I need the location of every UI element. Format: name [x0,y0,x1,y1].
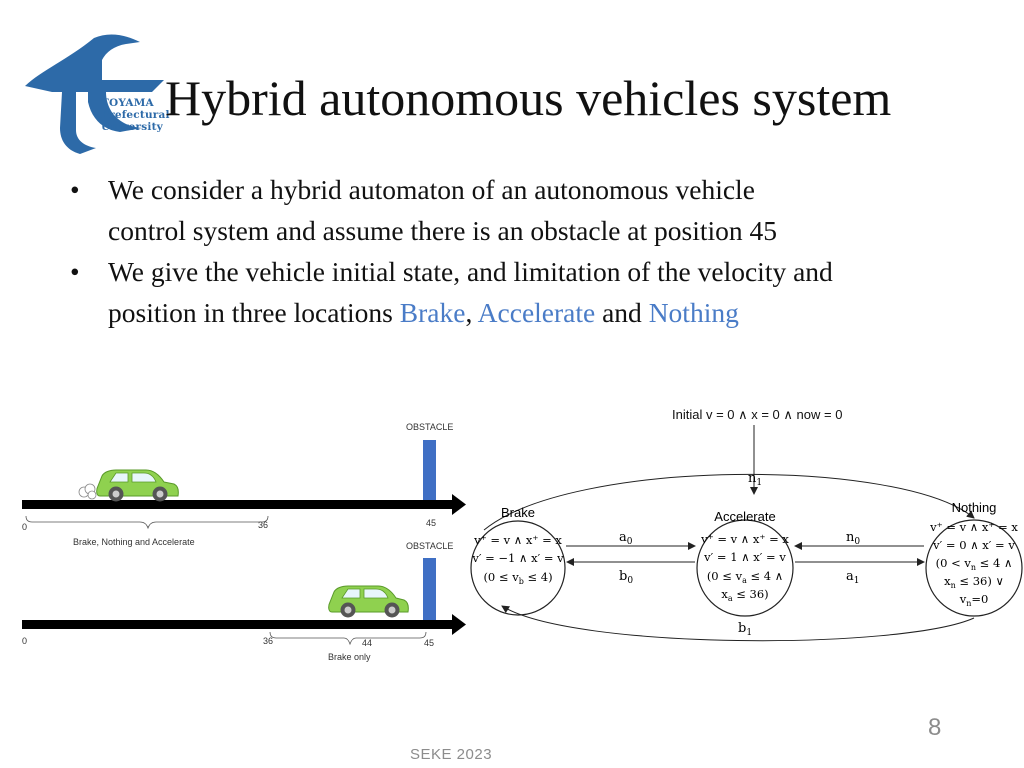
bullet-1-line-1: We consider a hybrid automaton of an aut… [108,174,755,205]
road-obstacle-figure: OBSTACLE 0 36 45 Brake, Nothing and Acce… [22,422,466,662]
state-nothing-name: Nothing [952,500,997,515]
state-brake [470,520,566,616]
state-accelerate-invariant-1: (0 ≤ va ≤ 4 ∧ [707,569,783,585]
obstacle-label-bottom: OBSTACLE [406,541,453,551]
state-nothing-invariant-2: xn ≤ 36) ∨ [944,574,1004,590]
bullet-text: We consider a hybrid automaton of an aut… [108,169,1008,251]
state-accelerate-reset: v⁺ = v ∧ x⁺ = x [700,532,789,546]
state-accelerate-name: Accelerate [714,509,775,524]
range-brace-bottom [269,631,427,646]
obstacle-label-top: OBSTACLE [406,422,453,432]
location-brake-label: Brake [399,297,466,328]
obstacle-bar-bottom [423,558,436,624]
edge-label-b1: b1 [738,621,752,638]
obstacle-bar-top [423,440,436,504]
location-accelerate-label: Accelerate [477,297,596,328]
tick-36-bottom: 36 [263,636,273,646]
road-arrow-bottom [452,614,466,635]
road-top [22,500,454,509]
logo-line-2: Prefectural [101,109,170,121]
hybrid-automaton-diagram: Initial v = 0 ∧ x = 0 ∧ now = 0 a0 b0 n0… [470,407,1023,642]
tick-45-bottom: 45 [424,638,434,648]
edge-label-b0: b0 [619,569,633,586]
bullet-2-line-1: We give the vehicle initial state, and l… [108,256,833,287]
location-nothing-label: Nothing [648,297,739,328]
logo-wordmark: TOYAMA Prefectural University [101,97,170,133]
bullet-1-line-2: control system and assume there is an ob… [108,215,778,246]
logo-arc-shape [60,92,96,154]
state-brake-invariant: (0 ≤ vb ≤ 4) [483,570,552,586]
range-label-top: Brake, Nothing and Accelerate [73,537,195,547]
car-icon [328,585,409,618]
edge-label-n1: n1 [748,471,762,488]
edge-n1 [483,473,975,531]
range-brace-top [25,515,269,530]
tick-0-bottom: 0 [22,636,27,646]
edge-label-a1: a1 [846,569,860,586]
exhaust-smoke-icon [78,483,97,500]
separator: , [465,297,478,328]
bullet-2-line-2: position in three locations Brake, Accel… [108,292,1008,333]
edge-label-a0: a0 [619,530,633,547]
state-nothing-invariant-3: vn=0 [959,592,989,608]
car-icon [96,469,179,502]
logo-bird-shape [25,34,164,132]
state-nothing-flow: v′ = 0 ∧ x′ = v [932,538,1015,552]
state-brake-flow: v′ = −1 ∧ x′ = v [471,551,564,565]
toyama-prefectural-university-logo [25,34,164,154]
slide-title: Hybrid autonomous vehicles system [165,70,892,126]
tick-0-top: 0 [22,522,27,532]
state-nothing [925,519,1023,617]
bullet-marker: • [70,256,80,287]
state-brake-name: Brake [501,505,535,520]
page-number: 8 [928,714,942,741]
tick-44-bottom: 44 [362,638,372,648]
state-nothing-reset: v⁺ = v ∧ x⁺ = x [929,520,1018,534]
logo-line-3: University [101,121,163,133]
state-accelerate [696,519,794,617]
bullet-marker: • [70,174,80,205]
state-accelerate-invariant-2: xa ≤ 36) [721,587,768,603]
state-nothing-invariant-1: (0 < vn ≤ 4 ∧ [936,556,1013,572]
tick-45-top: 45 [426,518,436,528]
range-label-bottom: Brake only [328,652,371,662]
road-bottom [22,620,454,629]
bullet-2-prefix: position in three locations [108,297,400,328]
bullet-text: We give the vehicle initial state, and l… [108,251,1008,333]
edge-b1 [501,605,975,642]
tick-36-top: 36 [258,520,268,530]
edge-label-n0: n0 [846,530,860,547]
footer-conference: SEKE 2023 [410,746,493,763]
state-brake-reset: v⁺ = v ∧ x⁺ = x [473,533,562,547]
state-accelerate-flow: v′ = 1 ∧ x′ = v [703,550,786,564]
road-arrow-top [452,494,466,515]
initial-condition: Initial v = 0 ∧ x = 0 ∧ now = 0 [672,407,842,422]
logo-line-1: TOYAMA [101,97,154,109]
conjunction: and [595,297,649,328]
